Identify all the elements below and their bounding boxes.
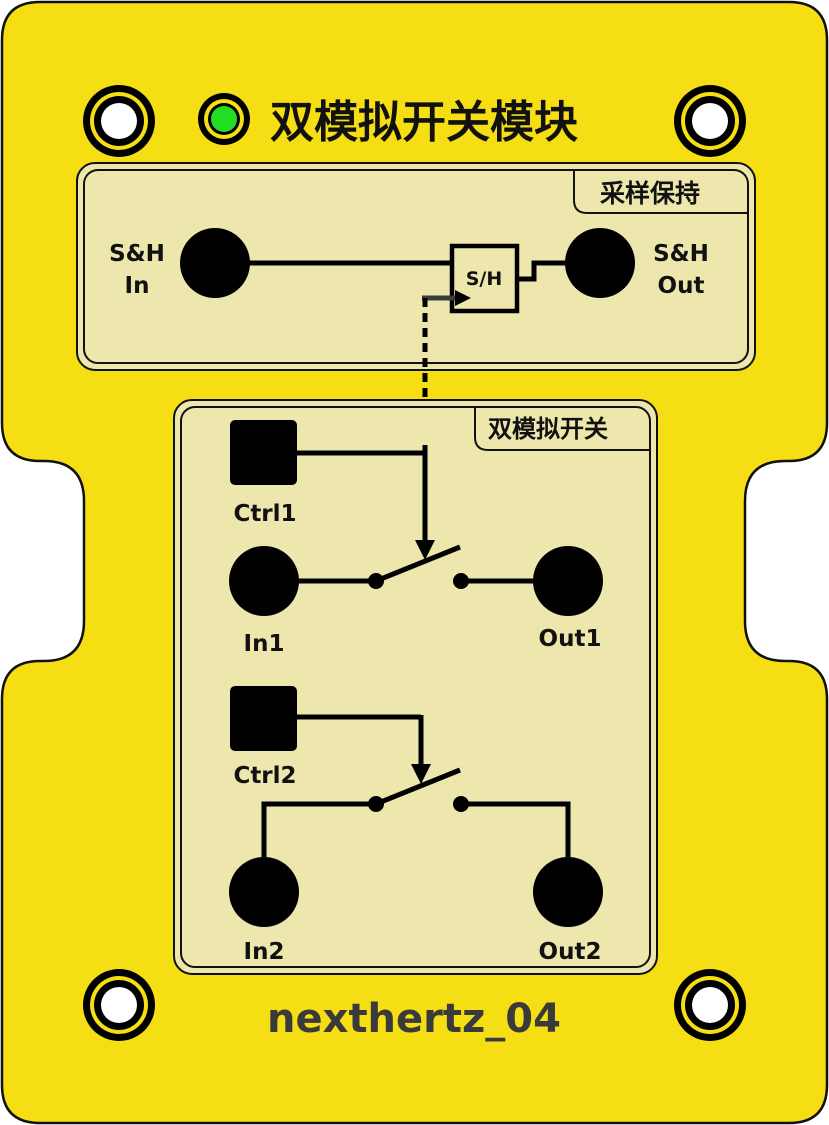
power-led-light bbox=[211, 106, 237, 132]
sample-hold-panel: 采样保持 bbox=[76, 162, 756, 371]
switch1-contact-arm bbox=[375, 544, 461, 584]
analog-switch-panel: 双模拟开关 bbox=[173, 399, 658, 975]
sh-in-terminal[interactable] bbox=[180, 228, 250, 298]
ctrl2-arrow-icon bbox=[411, 764, 431, 784]
sh-block-label: S/H bbox=[466, 268, 503, 290]
mounting-hole-bottom-left bbox=[83, 969, 155, 1041]
sh-out-label-line2: Out bbox=[658, 273, 705, 299]
sample-hold-label-tab bbox=[573, 170, 748, 214]
ctrl2-terminal[interactable] bbox=[230, 686, 297, 751]
brand-logo-text: nexthertz_04 bbox=[267, 996, 561, 1042]
out1-terminal[interactable] bbox=[533, 546, 603, 616]
out1-label: Out1 bbox=[539, 626, 602, 652]
in1-label: In1 bbox=[244, 631, 285, 657]
ctrl1-terminal[interactable] bbox=[230, 420, 297, 485]
out2-label: Out2 bbox=[539, 939, 602, 965]
sh-control-arrow-icon bbox=[455, 290, 471, 306]
switch2-pivot bbox=[368, 796, 384, 812]
sh-out-terminal[interactable] bbox=[565, 228, 635, 298]
out2-terminal[interactable] bbox=[533, 857, 603, 927]
in1-terminal[interactable] bbox=[229, 546, 299, 616]
in2-terminal[interactable] bbox=[229, 857, 299, 927]
sh-in-label-line1: S&H bbox=[109, 241, 165, 267]
mounting-hole-top-left bbox=[83, 85, 155, 157]
analog-switch-section-label: 双模拟开关 bbox=[488, 415, 608, 443]
in2-wire bbox=[261, 801, 376, 880]
sh-out-label-line1: S&H bbox=[653, 241, 709, 267]
module-title: 双模拟开关模块 bbox=[270, 97, 578, 148]
switch2-contact-arm bbox=[375, 767, 461, 807]
ctrl1-arrow-icon bbox=[415, 540, 435, 560]
analog-switch-label-tab bbox=[474, 407, 650, 451]
sh-in-label-line2: In bbox=[125, 273, 150, 299]
mounting-hole-bottom-right bbox=[674, 969, 746, 1041]
sample-hold-section-label: 采样保持 bbox=[600, 179, 700, 208]
mounting-hole-top-right bbox=[674, 85, 746, 157]
in2-label: In2 bbox=[244, 939, 285, 965]
power-led bbox=[198, 93, 250, 145]
ctrl2-label: Ctrl2 bbox=[233, 763, 296, 789]
out2-wire bbox=[461, 801, 571, 880]
switch1-pivot bbox=[368, 573, 384, 589]
ctrl1-label: Ctrl1 bbox=[233, 501, 296, 527]
